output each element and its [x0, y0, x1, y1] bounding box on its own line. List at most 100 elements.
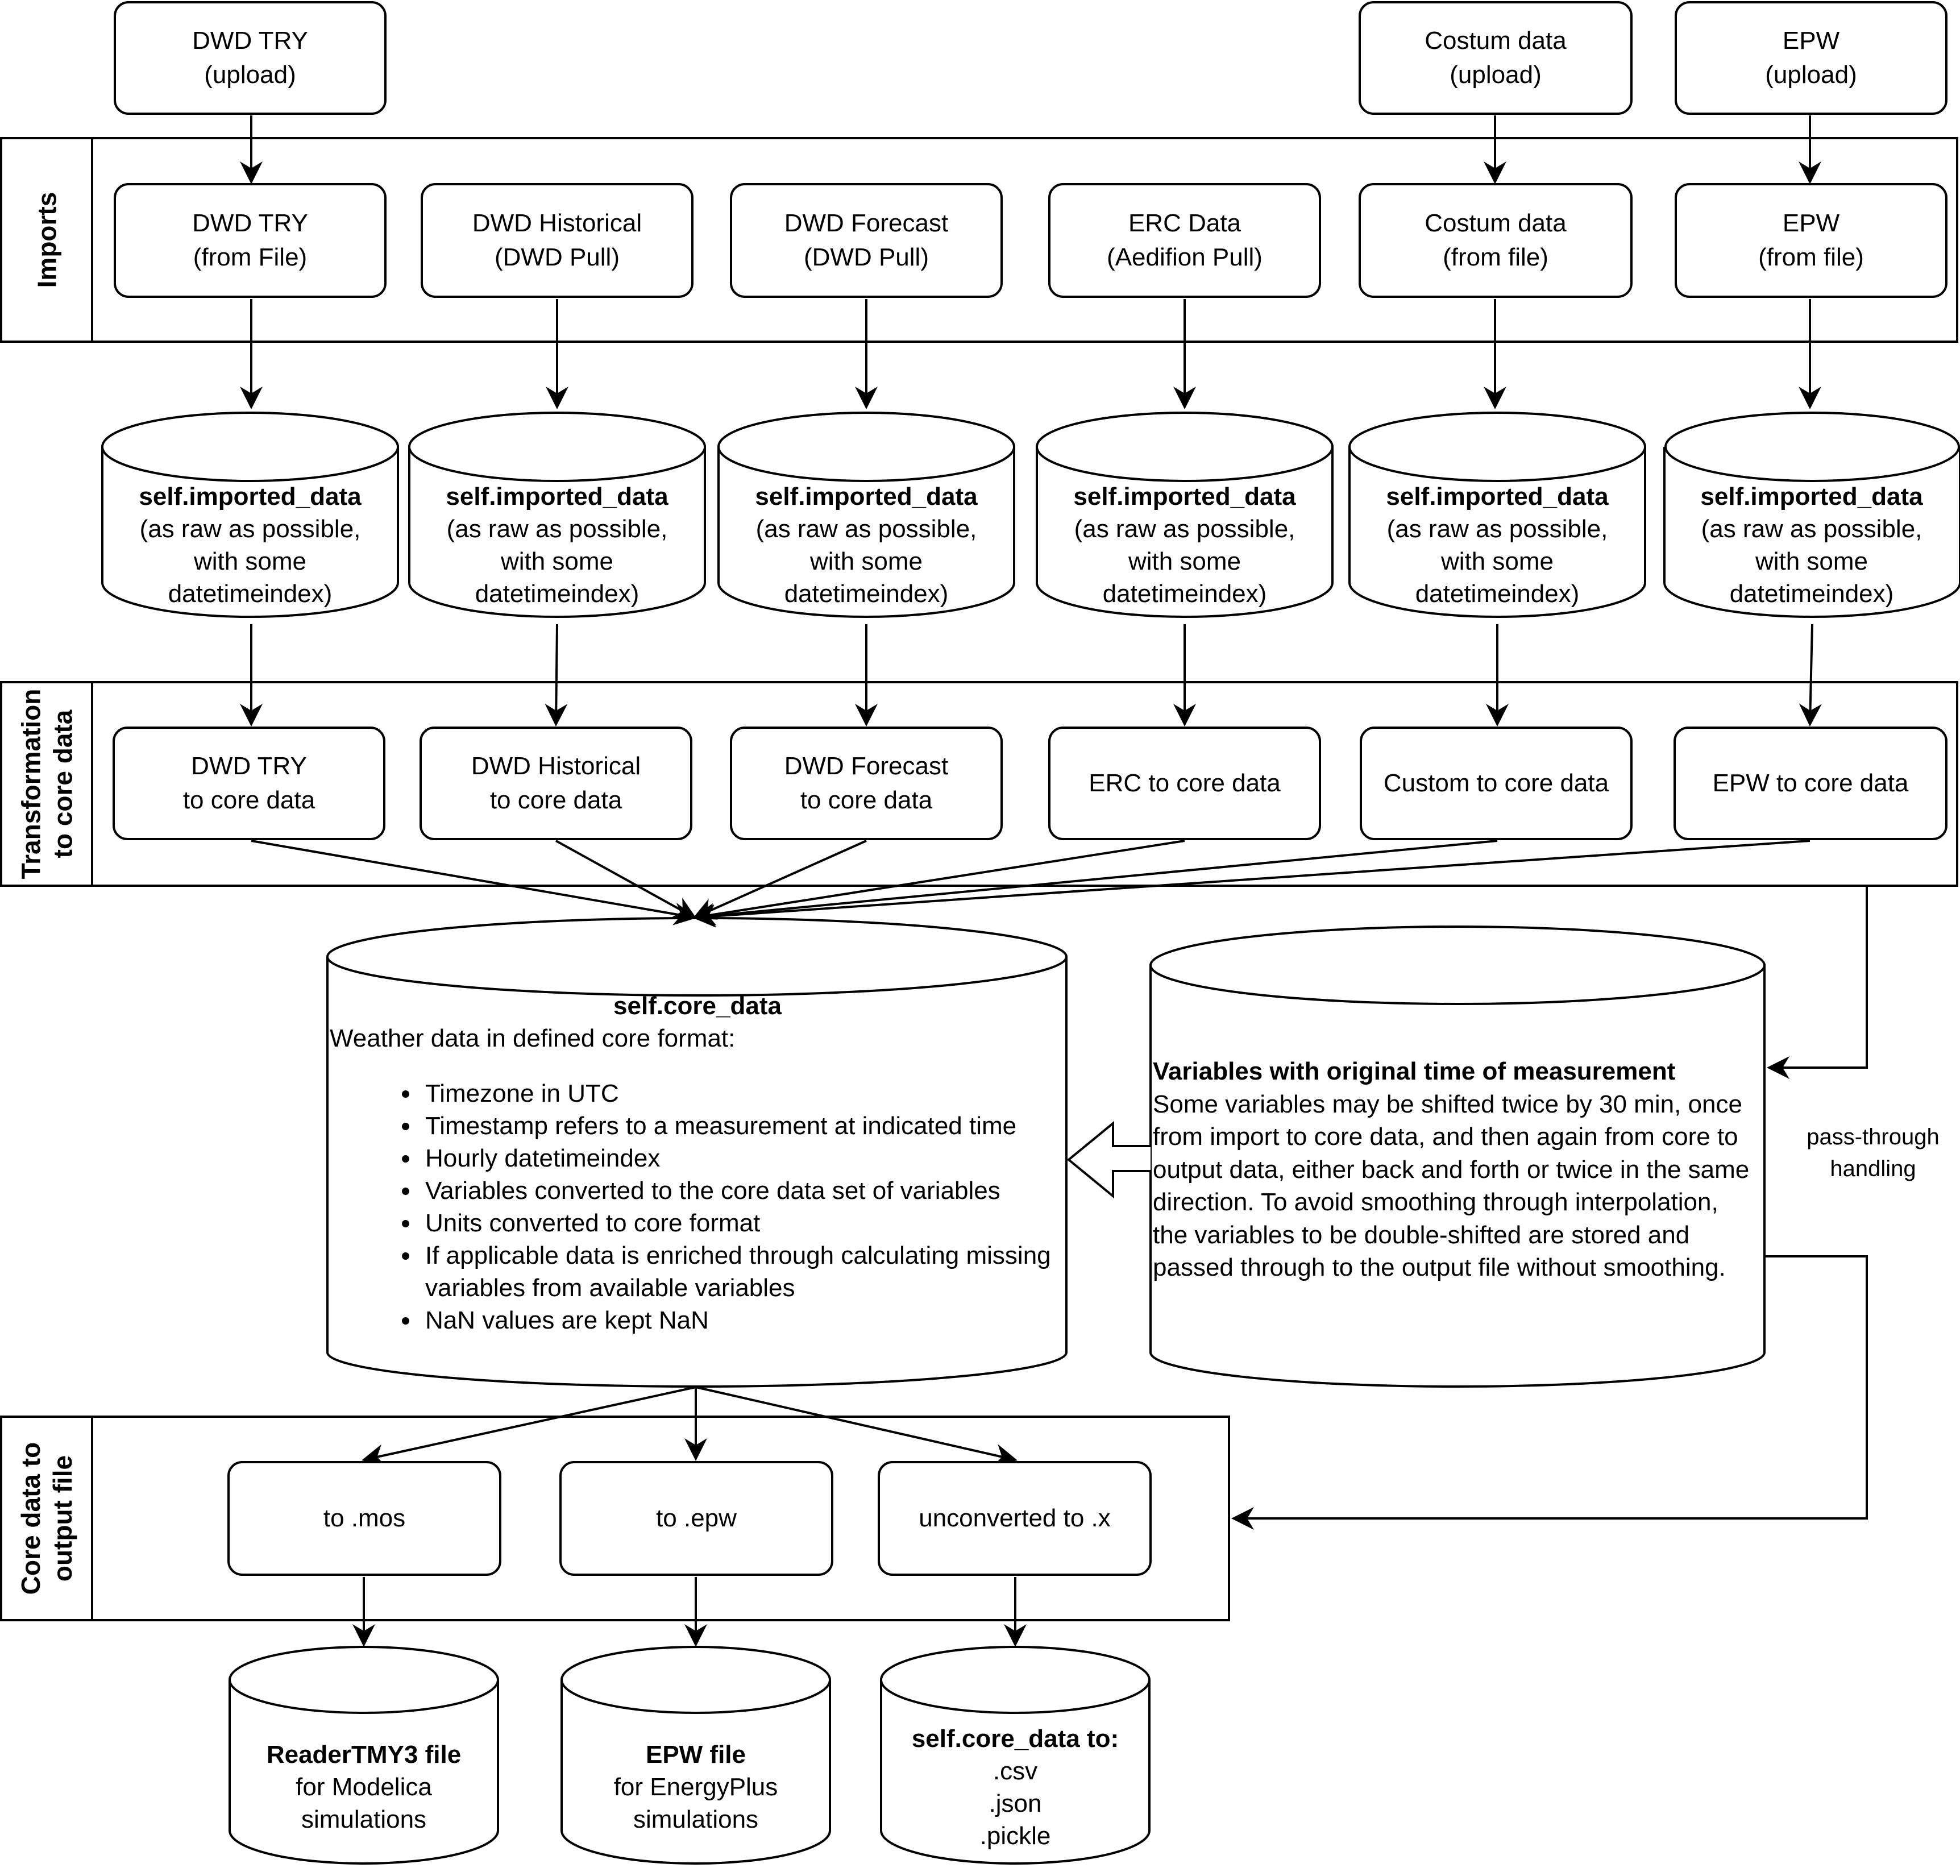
- file-text: for EnergyPlus: [613, 1773, 778, 1801]
- transform-box-dwd-try[interactable]: DWD TRY to core data: [113, 727, 385, 840]
- cylinder-text: (as raw as possible,: [446, 515, 668, 543]
- core-data-bullet: Timestamp refers to a measurement at ind…: [421, 1110, 1065, 1142]
- core-data-subtitle: Weather data in defined core format:: [330, 1024, 736, 1052]
- output-box-unconverted[interactable]: unconverted to .x: [878, 1461, 1152, 1576]
- cylinder-text: with some: [1128, 547, 1241, 575]
- imported-data-text: self.imported_data (as raw as possible, …: [1349, 480, 1645, 610]
- box-label: Costum data: [1425, 27, 1567, 55]
- file-text: .csv: [993, 1757, 1038, 1785]
- cylinder-text: datetimeindex): [475, 580, 640, 608]
- upload-box-epw[interactable]: EPW (upload): [1675, 1, 1947, 115]
- box-label: (from file): [1758, 243, 1864, 271]
- cylinder-text: (as raw as possible,: [755, 515, 977, 543]
- cylinder-text: (as raw as possible,: [1074, 515, 1295, 543]
- box-label: DWD Historical: [471, 752, 641, 780]
- file-text-epw: EPW file for EnergyPlus simulations: [562, 1738, 830, 1836]
- transform-box-dwd-historical[interactable]: DWD Historical to core data: [420, 727, 692, 840]
- file-text: .pickle: [979, 1822, 1051, 1850]
- import-box-dwd-forecast[interactable]: DWD Forecast (DWD Pull): [730, 183, 1003, 298]
- output-box-epw[interactable]: to .epw: [559, 1461, 833, 1576]
- import-box-erc-data[interactable]: ERC Data (Aedifion Pull): [1048, 183, 1321, 298]
- file-text: .json: [989, 1790, 1042, 1817]
- box-label: DWD Forecast: [784, 752, 949, 780]
- box-label: ERC to core data: [1089, 769, 1281, 797]
- import-box-dwd-historical[interactable]: DWD Historical (DWD Pull): [421, 183, 694, 298]
- cylinder-title: self.imported_data: [1073, 483, 1296, 510]
- file-cylinders: [229, 1646, 1151, 1865]
- core-data-bullet: If applicable data is enriched through c…: [421, 1239, 1065, 1304]
- cylinder-text: datetimeindex): [1415, 580, 1580, 608]
- core-data-bullet: Units converted to core format: [421, 1207, 1065, 1239]
- cylinder-text: (as raw as possible,: [139, 515, 361, 543]
- file-cylinder: [560, 1646, 831, 1865]
- cylinder-title: self.imported_data: [1386, 483, 1609, 510]
- file-text: simulations: [633, 1806, 759, 1833]
- import-box-epw[interactable]: EPW (from file): [1675, 183, 1947, 298]
- cylinder-text: datetimeindex): [168, 580, 333, 608]
- box-label: to .mos: [323, 1504, 406, 1532]
- output-box-mos[interactable]: to .mos: [227, 1461, 501, 1576]
- transform-box-epw[interactable]: EPW to core data: [1674, 727, 1947, 840]
- box-label: (upload): [1765, 61, 1857, 89]
- cylinder-text: datetimeindex): [784, 580, 949, 608]
- box-label: DWD Historical: [472, 209, 642, 237]
- box-label: (DWD Pull): [495, 243, 620, 271]
- imported-data-text: self.imported_data (as raw as possible, …: [409, 480, 705, 610]
- upload-box-costum-data[interactable]: Costum data (upload): [1359, 1, 1633, 115]
- box-label: to core data: [489, 786, 622, 814]
- file-title: ReaderTMY3 file: [266, 1741, 462, 1769]
- box-label: Custom to core data: [1383, 769, 1609, 797]
- file-text-core-data: self.core_data to: .csv .json .pickle: [881, 1723, 1149, 1852]
- box-label: DWD Forecast: [784, 209, 949, 237]
- variables-body: Some variables may be shifted twice by 3…: [1153, 1090, 1750, 1282]
- cylinder-text: with some: [193, 547, 307, 575]
- cylinder-text: with some: [809, 547, 923, 575]
- box-label: (DWD Pull): [804, 243, 929, 271]
- imported-data-text: self.imported_data (as raw as possible, …: [102, 480, 398, 610]
- cylinder-text: datetimeindex): [1102, 580, 1267, 608]
- transform-box-erc[interactable]: ERC to core data: [1048, 727, 1321, 840]
- cylinder-text: with some: [1755, 547, 1868, 575]
- box-label: EPW: [1782, 209, 1840, 237]
- imported-data-text: self.imported_data (as raw as possible, …: [1664, 480, 1959, 610]
- hollow-arrow: [1066, 1120, 1151, 1199]
- transform-box-custom[interactable]: Custom to core data: [1360, 727, 1633, 840]
- lane-title: Core data to: [16, 1442, 45, 1595]
- import-box-costum-data[interactable]: Costum data (from file): [1359, 183, 1633, 298]
- import-box-dwd-try[interactable]: DWD TRY (from File): [114, 183, 387, 298]
- imported-data-cylinder: [1348, 412, 1646, 618]
- lane-title: Transformation: [16, 688, 46, 879]
- core-data-bullet: Timezone in UTC: [421, 1077, 1065, 1110]
- imported-data-cylinder: [717, 412, 1015, 618]
- cylinder-title: self.imported_data: [755, 483, 978, 510]
- cylinder-text: datetimeindex): [1729, 580, 1894, 608]
- cylinder-text: (as raw as possible,: [1386, 515, 1608, 543]
- note-text: pass-through: [1807, 1124, 1940, 1149]
- box-label: (Aedifion Pull): [1107, 243, 1263, 271]
- box-label: DWD TRY: [192, 209, 308, 237]
- box-label: (from file): [1443, 243, 1548, 271]
- box-label: DWD TRY: [192, 27, 308, 55]
- transform-box-dwd-forecast[interactable]: DWD Forecast to core data: [730, 727, 1003, 840]
- file-cylinder: [229, 1646, 499, 1865]
- core-data-bullet: NaN values are kept NaN: [421, 1304, 1065, 1337]
- upload-box-dwd-try[interactable]: DWD TRY (upload): [114, 1, 387, 115]
- lane-output: [0, 1416, 1230, 1621]
- lane-imports: [0, 137, 1958, 343]
- variables-cylinder: [1149, 925, 1766, 1388]
- cylinder-title: self.imported_data: [1700, 483, 1923, 510]
- box-label: DWD TRY: [191, 752, 307, 780]
- cylinder-text: with some: [1440, 547, 1554, 575]
- box-label: to core data: [800, 786, 933, 814]
- file-text-readertmy3: ReaderTMY3 file for Modelica simulations: [230, 1738, 498, 1836]
- file-text: for Modelica: [296, 1773, 432, 1801]
- file-title: self.core_data to:: [911, 1725, 1119, 1753]
- pass-through-note: pass-through handling: [1785, 1121, 1960, 1185]
- box-label: to .epw: [656, 1504, 737, 1532]
- imported-data-cylinder: [408, 412, 706, 618]
- variables-title: Variables with original time of measurem…: [1153, 1057, 1676, 1085]
- imported-data-cylinders: [101, 412, 1960, 618]
- box-label: (from File): [193, 243, 308, 271]
- lane-title: output file: [48, 1455, 77, 1582]
